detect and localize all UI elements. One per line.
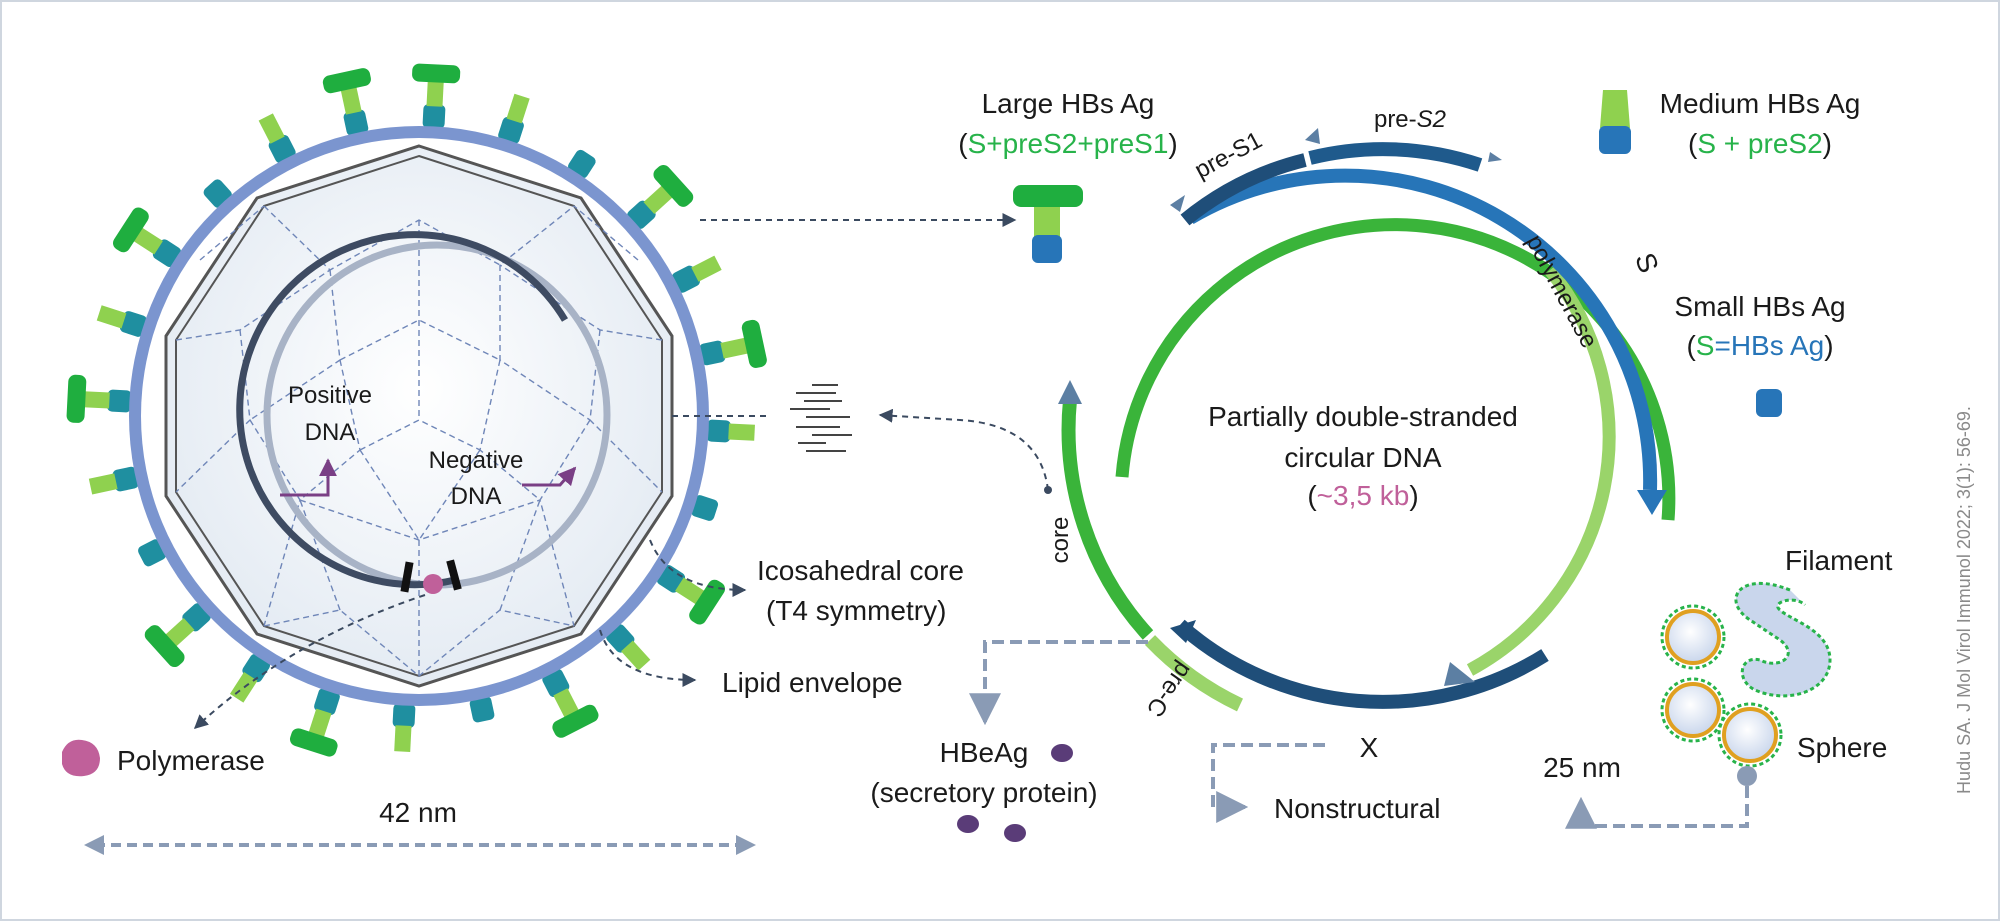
scale-label: 42 nm	[379, 797, 457, 828]
large-hbsag-icon	[1013, 185, 1083, 263]
pres1-arc	[1180, 153, 1307, 226]
sphere-particles	[1660, 604, 1783, 768]
surface-protein-large	[412, 63, 461, 129]
filament-label: Filament	[1785, 545, 1893, 576]
sphere-label: Sphere	[1797, 732, 1887, 763]
center-label-3: (~3,5 kb)	[1307, 480, 1418, 511]
surface-protein-medium	[498, 93, 530, 144]
surface-protein-small	[567, 149, 596, 179]
negative-direction-arrow	[522, 466, 577, 487]
citation: Hudu SA. J Mol Virol Immunol 2022; 3(1):…	[1954, 406, 1974, 794]
large-hbsag-title: Large HBs Ag	[982, 88, 1155, 119]
lipid-envelope-label: Lipid envelope	[722, 667, 903, 698]
positive-dna-label: Positive	[288, 382, 372, 409]
polymerase-bead	[423, 574, 443, 594]
dna-gap-marker	[446, 559, 462, 591]
scale-pin	[1737, 766, 1757, 786]
surface-protein-medium	[258, 113, 296, 163]
surface-protein-small	[469, 696, 495, 723]
s-gene-arc	[1186, 168, 1658, 491]
filament-particle	[1734, 581, 1832, 698]
core-arrowhead	[1058, 380, 1082, 404]
center-label-2: circular DNA	[1284, 442, 1441, 473]
pres2-label: pre-S2	[1374, 106, 1446, 133]
x-gene-arc	[1175, 619, 1549, 709]
pres2-start	[1305, 128, 1320, 144]
25nm-label: 25 nm	[1543, 752, 1621, 783]
core-label: core	[1047, 517, 1074, 564]
x-label: X	[1360, 732, 1379, 763]
polymerase-icon	[62, 739, 100, 777]
nonstructural-label: Nonstructural	[1274, 793, 1441, 824]
icosahedral-label: Icosahedral core	[757, 555, 964, 586]
surface-protein-medium	[672, 255, 722, 293]
surface-protein-large	[322, 68, 371, 136]
positive-dna-strand	[236, 231, 569, 589]
surface-protein-large	[656, 564, 726, 625]
small-hbsag-title: Small HBs Ag	[1674, 291, 1845, 322]
center-label-1: Partially double-stranded	[1208, 401, 1518, 432]
small-hbsag-formula: (S=HBs Ag)	[1686, 330, 1833, 361]
surface-protein-large	[699, 319, 767, 368]
dna-gap-marker	[400, 561, 414, 593]
medium-hbsag-title: Medium HBs Ag	[1660, 88, 1861, 119]
surface-protein-medium	[88, 466, 139, 495]
positive-dna-label-2: DNA	[305, 419, 356, 446]
surface-protein-large	[542, 669, 599, 738]
hbeag-label: HBeAg	[940, 737, 1029, 768]
surface-protein-medium	[392, 703, 416, 752]
virion: Positive DNA Negative DNA	[66, 63, 767, 757]
prec-label: pre-C	[1141, 657, 1198, 722]
hbeag-label-2: (secretory protein)	[870, 777, 1097, 808]
surface-protein-small	[138, 539, 166, 567]
nonstructural-arrow	[1211, 743, 1325, 823]
pres1-start	[1170, 195, 1185, 212]
polymerase-arc-light	[1466, 265, 1616, 676]
surface-protein-small	[691, 495, 719, 521]
surface-protein-large	[289, 688, 340, 757]
icosahedral-label-2: (T4 symmetry)	[766, 595, 946, 626]
genome-map	[1058, 128, 1676, 712]
medium-hbsag-formula: (S + preS2)	[1688, 128, 1832, 159]
surface-protein-medium	[706, 419, 755, 443]
polymerase-arrowhead	[1444, 662, 1475, 686]
virion-callouts	[193, 213, 1049, 729]
surface-protein-large	[66, 374, 132, 423]
small-hbsag-icon	[1756, 389, 1782, 417]
scale-arrow	[1565, 786, 1749, 829]
pres2-arc	[1308, 142, 1483, 172]
polymerase-label: Polymerase	[117, 745, 265, 776]
medium-hbsag-icon	[1599, 90, 1631, 154]
core-gene-arc	[1061, 399, 1154, 640]
s-arrowhead	[1637, 490, 1667, 515]
hbeag-proteins	[957, 744, 1073, 842]
green-strand-polymerase	[1115, 218, 1676, 521]
negative-dna-label: Negative	[429, 447, 524, 474]
positive-direction-arrow	[280, 458, 337, 497]
surface-protein-large	[112, 207, 182, 268]
surface-protein-medium	[96, 305, 147, 337]
negative-dna-label-2: DNA	[451, 483, 502, 510]
large-hbsag-formula: (S+preS2+preS1)	[958, 128, 1177, 159]
hbeag-arrow	[969, 640, 1148, 726]
s-start	[1488, 152, 1502, 162]
s-label: S	[1629, 249, 1665, 277]
prec-gene-arc	[1144, 635, 1244, 712]
x-arrowhead	[1170, 620, 1196, 643]
dna-fragment-icon	[790, 384, 852, 452]
